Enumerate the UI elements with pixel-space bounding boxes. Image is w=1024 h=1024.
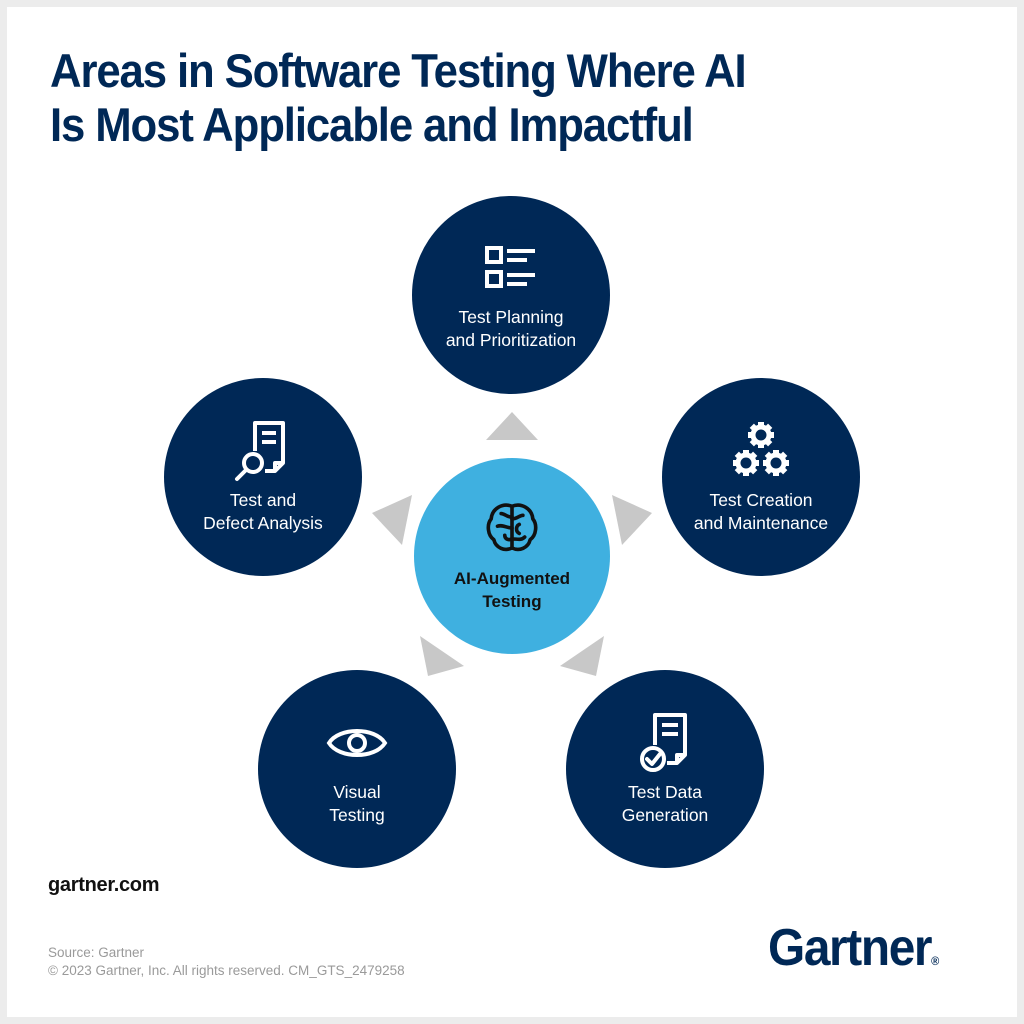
- arrow-right-icon: [612, 495, 652, 545]
- node-label-line-1: Test and: [229, 490, 297, 510]
- center-node-ai-augmented-testing: AI-Augmented Testing: [414, 458, 610, 654]
- eye-icon: [326, 729, 388, 757]
- gartner-logo: Gartner®: [768, 918, 939, 978]
- node-label-line-2: Testing: [329, 805, 385, 825]
- arrow-left-icon: [372, 495, 412, 545]
- title-line-1: Areas in Software Testing Where AI: [50, 44, 747, 97]
- node-label-line-1: Test Planning: [458, 307, 564, 327]
- page-title: Areas in Software Testing Where AI Is Mo…: [50, 44, 747, 152]
- node-test-planning: Test Planning and Prioritization: [412, 196, 610, 394]
- center-label-line-2: Testing: [482, 592, 542, 611]
- node-label-line-1: Test Data: [628, 782, 702, 802]
- node-visual-testing: Visual Testing: [258, 670, 456, 868]
- node-defect-analysis: Test and Defect Analysis: [164, 378, 362, 576]
- title-line-2: Is Most Applicable and Impactful: [50, 98, 694, 151]
- copyright-text: © 2023 Gartner, Inc. All rights reserved…: [48, 963, 405, 978]
- registered-mark: ®: [931, 954, 940, 968]
- footer-url: gartner.com: [48, 874, 160, 896]
- node-label-line-2: Generation: [621, 805, 709, 825]
- node-test-creation: Test Creation and Maintenance: [662, 378, 860, 576]
- brain-icon: [486, 503, 538, 552]
- document-check-icon: [640, 713, 687, 772]
- node-test-data: Test Data Generation: [566, 670, 764, 868]
- logo-text: Gartner: [768, 919, 933, 977]
- center-label-line-1: AI-Augmented: [453, 569, 571, 588]
- arrow-up-icon: [486, 412, 538, 440]
- node-label-line-1: Visual: [333, 782, 381, 802]
- source-text: Source: Gartner: [48, 945, 145, 960]
- node-label-line-2: and Prioritization: [445, 330, 577, 350]
- node-label-line-2: and Maintenance: [693, 513, 829, 533]
- arrow-down-right-icon: [560, 636, 604, 676]
- arrow-down-left-icon: [420, 636, 464, 676]
- gears-icon: [729, 419, 793, 483]
- document-search-icon: [235, 421, 285, 481]
- node-label-line-2: Defect Analysis: [203, 513, 323, 533]
- source-credit: Source: Gartner © 2023 Gartner, Inc. All…: [48, 944, 405, 980]
- checklist-icon: [485, 246, 535, 288]
- node-label-line-1: Test Creation: [709, 490, 813, 510]
